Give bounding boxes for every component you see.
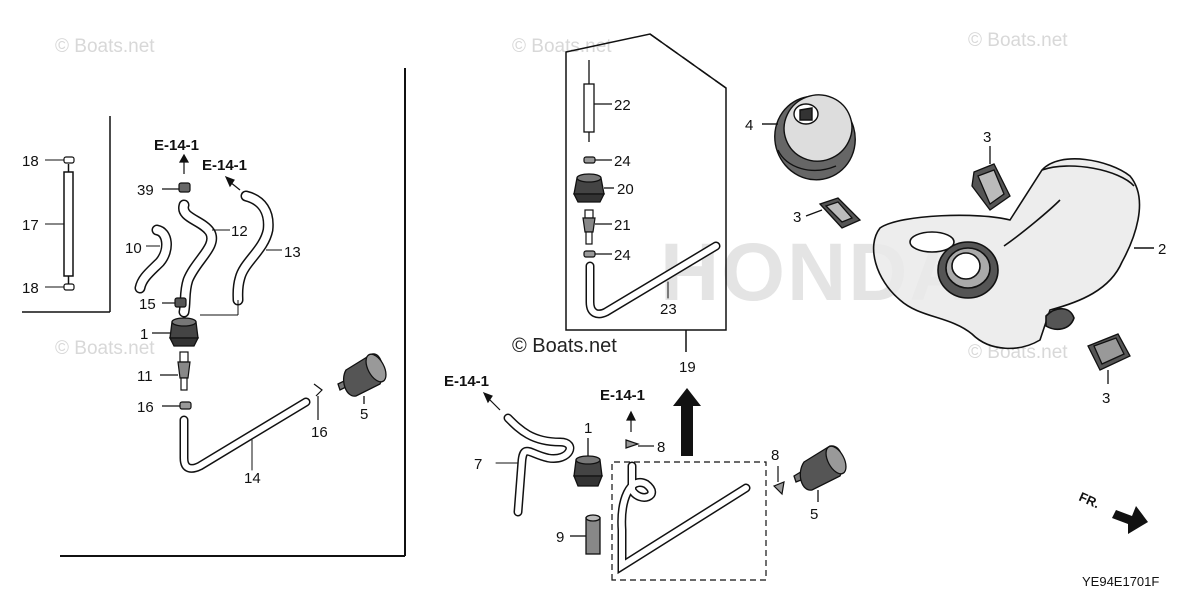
hoses-10-12-13: [134, 190, 274, 318]
leader-lines-10-12-13: [146, 229, 282, 316]
reference-e-14-1-b: E-14-1: [202, 157, 247, 174]
grommet-1-bottom-drawing: [573, 438, 603, 487]
fitting-11-drawing: [160, 351, 191, 391]
clip-24-top-drawing: [583, 156, 612, 164]
callout-15: 15: [139, 296, 156, 313]
callout-16-right: 16: [311, 424, 328, 441]
callout-8-right: 8: [771, 447, 779, 464]
clip-16-right-drawing: [313, 383, 323, 420]
callout-18-bottom: 18: [22, 280, 39, 297]
sleeve-9-drawing: [570, 514, 601, 555]
watermark-top-left: © Boats.net: [55, 36, 155, 57]
reference-e-14-1-c: E-14-1: [444, 373, 489, 390]
mount-3-mid-drawing: [805, 197, 862, 229]
pipe-22-drawing: [583, 60, 612, 142]
fuel-filter-5-right-drawing: [793, 445, 847, 502]
clip-8-left-drawing: [625, 439, 654, 449]
callout-24-top: 24: [614, 153, 631, 170]
fuel-line-kit-drawing: [617, 461, 751, 575]
reference-arrows-bottom: [482, 391, 636, 432]
fuel-line-23-drawing: [585, 241, 721, 319]
callout-5-right: 5: [810, 506, 818, 523]
diagram-code: YE94E1701F: [1082, 574, 1159, 589]
callout-22: 22: [614, 97, 631, 114]
callout-20: 20: [617, 181, 634, 198]
callout-39: 39: [137, 182, 154, 199]
watermark-mid-right: © Boats.net: [968, 342, 1068, 363]
fuel-tank-2-drawing: [872, 158, 1154, 350]
watermark-mid-left: © Boats.net: [55, 338, 155, 359]
callout-14: 14: [244, 470, 261, 487]
front-direction-arrow: [1112, 506, 1148, 534]
callout-1-left: 1: [140, 326, 148, 343]
grommet-20-drawing: [572, 173, 614, 203]
reference-e-14-1-a: E-14-1: [154, 137, 199, 154]
clip-39-drawing: [162, 182, 191, 193]
callout-23: 23: [660, 301, 677, 318]
callout-13: 13: [284, 244, 301, 261]
fitting-21-drawing: [582, 209, 612, 245]
callout-3-top: 3: [983, 129, 991, 146]
callout-18-top: 18: [22, 153, 39, 170]
callout-10: 10: [125, 240, 142, 257]
front-label: FR.: [1077, 489, 1102, 511]
callout-3-mid: 3: [793, 209, 801, 226]
fuel-line-14-drawing: [179, 397, 311, 473]
callout-8-left: 8: [657, 439, 665, 456]
callout-2: 2: [1158, 241, 1166, 258]
watermark-top-center: © Boats.net: [512, 36, 612, 57]
mount-3-bottom-drawing: [1087, 333, 1131, 384]
fuel-filter-5-left-drawing: [337, 353, 387, 404]
kit-dashed-outline: [611, 461, 767, 581]
callout-24-bottom: 24: [614, 247, 631, 264]
callout-21: 21: [614, 217, 631, 234]
grommet-1-drawing: [152, 317, 200, 347]
clip-16-left-drawing: [162, 401, 192, 410]
callout-17: 17: [22, 217, 39, 234]
callout-4: 4: [745, 117, 753, 134]
clip-24-bottom-drawing: [583, 250, 612, 258]
callout-5-left: 5: [360, 406, 368, 423]
hose-7-drawing: [495, 413, 575, 517]
left-panel-frame: [22, 68, 406, 557]
leader-lines-17-18: [45, 159, 64, 288]
callout-7: 7: [474, 456, 482, 473]
watermark-top-right: © Boats.net: [968, 30, 1068, 51]
watermark-center: © Boats.net: [512, 335, 617, 357]
callout-19: 19: [679, 359, 696, 376]
clip-8-right-drawing: [772, 466, 785, 496]
kit-19-frame: [565, 33, 727, 352]
callout-11: 11: [137, 368, 153, 385]
callout-3-bottom: 3: [1102, 390, 1110, 407]
callout-12: 12: [231, 223, 248, 240]
pipe-17-drawing: [63, 156, 75, 291]
callout-1-bottom: 1: [584, 420, 592, 437]
clip-15-drawing: [162, 297, 187, 308]
reference-e-14-1-d: E-14-1: [600, 387, 645, 404]
mount-3-top-drawing: [971, 146, 1011, 211]
callout-9: 9: [556, 529, 564, 546]
callout-16-left: 16: [137, 399, 154, 416]
reference-arrows-left: [178, 153, 241, 191]
assembly-arrow: [673, 388, 701, 456]
fuel-cap-4-drawing: [762, 94, 856, 181]
